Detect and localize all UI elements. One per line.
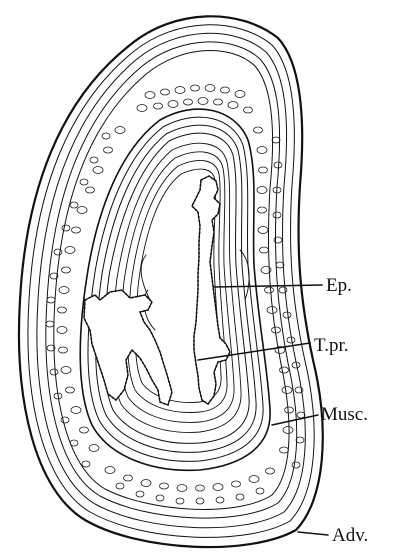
label-tpr: T.pr.: [314, 335, 348, 356]
leader-line-adv: [298, 532, 328, 535]
adventitia-layer: [19, 16, 323, 547]
label-musc: Musc.: [321, 404, 368, 425]
labels: Ep. T.pr. Musc. Adv.: [314, 275, 368, 546]
leader-line-ep: [214, 285, 322, 287]
tunica-propria-layer: [112, 143, 249, 432]
muscularis-layer: [80, 109, 270, 470]
leader-line-musc: [272, 415, 318, 425]
label-ep: Ep.: [326, 275, 352, 296]
label-adv: Adv.: [332, 525, 368, 546]
lumen: [84, 176, 230, 405]
